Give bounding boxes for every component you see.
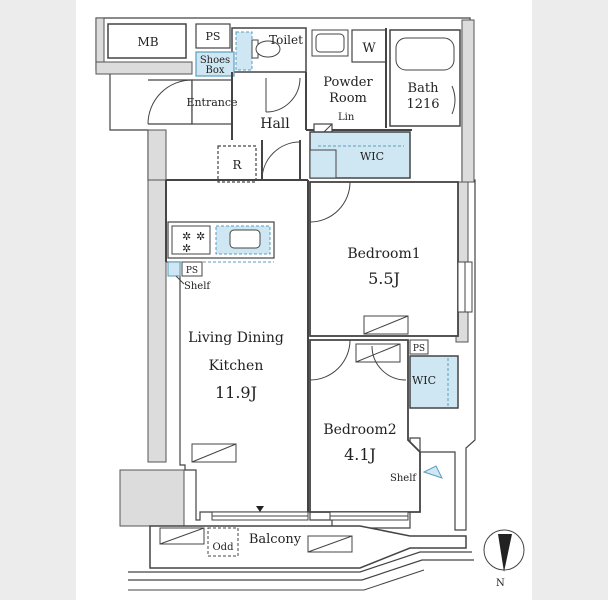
bedroom1-name: Bedroom1 bbox=[347, 246, 420, 262]
bath-label-line2: 1216 bbox=[406, 97, 439, 112]
linen-label: Lin bbox=[338, 112, 355, 123]
shoes-label-line1: Shoes bbox=[200, 55, 230, 66]
odd-label: Odd bbox=[212, 542, 234, 553]
hall-label: Hall bbox=[260, 116, 290, 132]
shoes-box: Shoes Box bbox=[195, 51, 235, 77]
bath-label-line1: Bath bbox=[408, 81, 440, 96]
ps-bed2-label: PS bbox=[413, 344, 425, 354]
balcony: Odd Balcony bbox=[128, 525, 474, 591]
toilet-room: Toilet bbox=[231, 27, 307, 73]
ps-kitchen-label: PS bbox=[186, 266, 198, 276]
wic-top: WIC bbox=[309, 131, 411, 179]
mb-room: MB bbox=[107, 23, 187, 59]
washer: W bbox=[351, 29, 387, 63]
powder-label-line2: Room bbox=[329, 91, 367, 106]
wic-bed2-label: WIC bbox=[412, 374, 436, 387]
bedroom2: Bedroom2 4.1J bbox=[309, 339, 421, 513]
bedroom2-name: Bedroom2 bbox=[323, 422, 396, 438]
stove-burner-icon: ✲ bbox=[182, 230, 191, 243]
balcony-label: Balcony bbox=[249, 532, 302, 547]
hall-doors bbox=[261, 77, 301, 181]
refrigerator-label: R bbox=[232, 158, 242, 172]
entrance: Entrance bbox=[147, 79, 238, 125]
bedroom2-size: 4.1J bbox=[344, 445, 376, 464]
north-arrow: N bbox=[483, 529, 525, 589]
ldk-walls bbox=[165, 179, 309, 512]
powder-label-line1: Powder bbox=[323, 75, 373, 90]
toilet-label: Toilet bbox=[269, 33, 303, 47]
shoes-label-line2: Box bbox=[205, 65, 224, 76]
shelf-kitchen-label: Shelf bbox=[184, 281, 211, 292]
bedroom1: Bedroom1 5.5J bbox=[309, 181, 473, 337]
mb-label: MB bbox=[137, 35, 158, 49]
stove-burner-icon: ✲ bbox=[196, 230, 205, 243]
refrigerator: R bbox=[217, 145, 257, 183]
ps-bed2: PS bbox=[409, 339, 429, 355]
kitchen-counter: ✲ ✲ ✲ bbox=[167, 221, 275, 263]
wic-top-label: WIC bbox=[360, 150, 384, 163]
balcony-marker-icon bbox=[256, 506, 264, 512]
ps-kitchen: PS Shelf bbox=[167, 261, 211, 292]
ps-top-label: PS bbox=[206, 30, 221, 43]
ldk-label-line2: Kitchen bbox=[209, 358, 264, 374]
ldk-aircon bbox=[191, 443, 237, 463]
outer-wall-strips bbox=[95, 17, 475, 527]
bath-room: Bath 1216 bbox=[389, 29, 461, 127]
entrance-label: Entrance bbox=[186, 96, 237, 109]
ps-top: PS bbox=[195, 23, 231, 49]
powder-sink bbox=[311, 29, 349, 57]
wic-bed2: WIC bbox=[409, 355, 459, 409]
stove-burner-icon: ✲ bbox=[182, 242, 191, 255]
ldk-label-line1: Living Dining bbox=[188, 330, 284, 346]
bedroom1-size: 5.5J bbox=[368, 269, 400, 288]
shelf-bed2-label: Shelf bbox=[390, 473, 417, 484]
shelf-bed2: Shelf bbox=[390, 465, 443, 484]
north-label: N bbox=[496, 578, 505, 589]
ldk-size: 11.9J bbox=[215, 383, 257, 402]
washer-label: W bbox=[362, 41, 376, 56]
